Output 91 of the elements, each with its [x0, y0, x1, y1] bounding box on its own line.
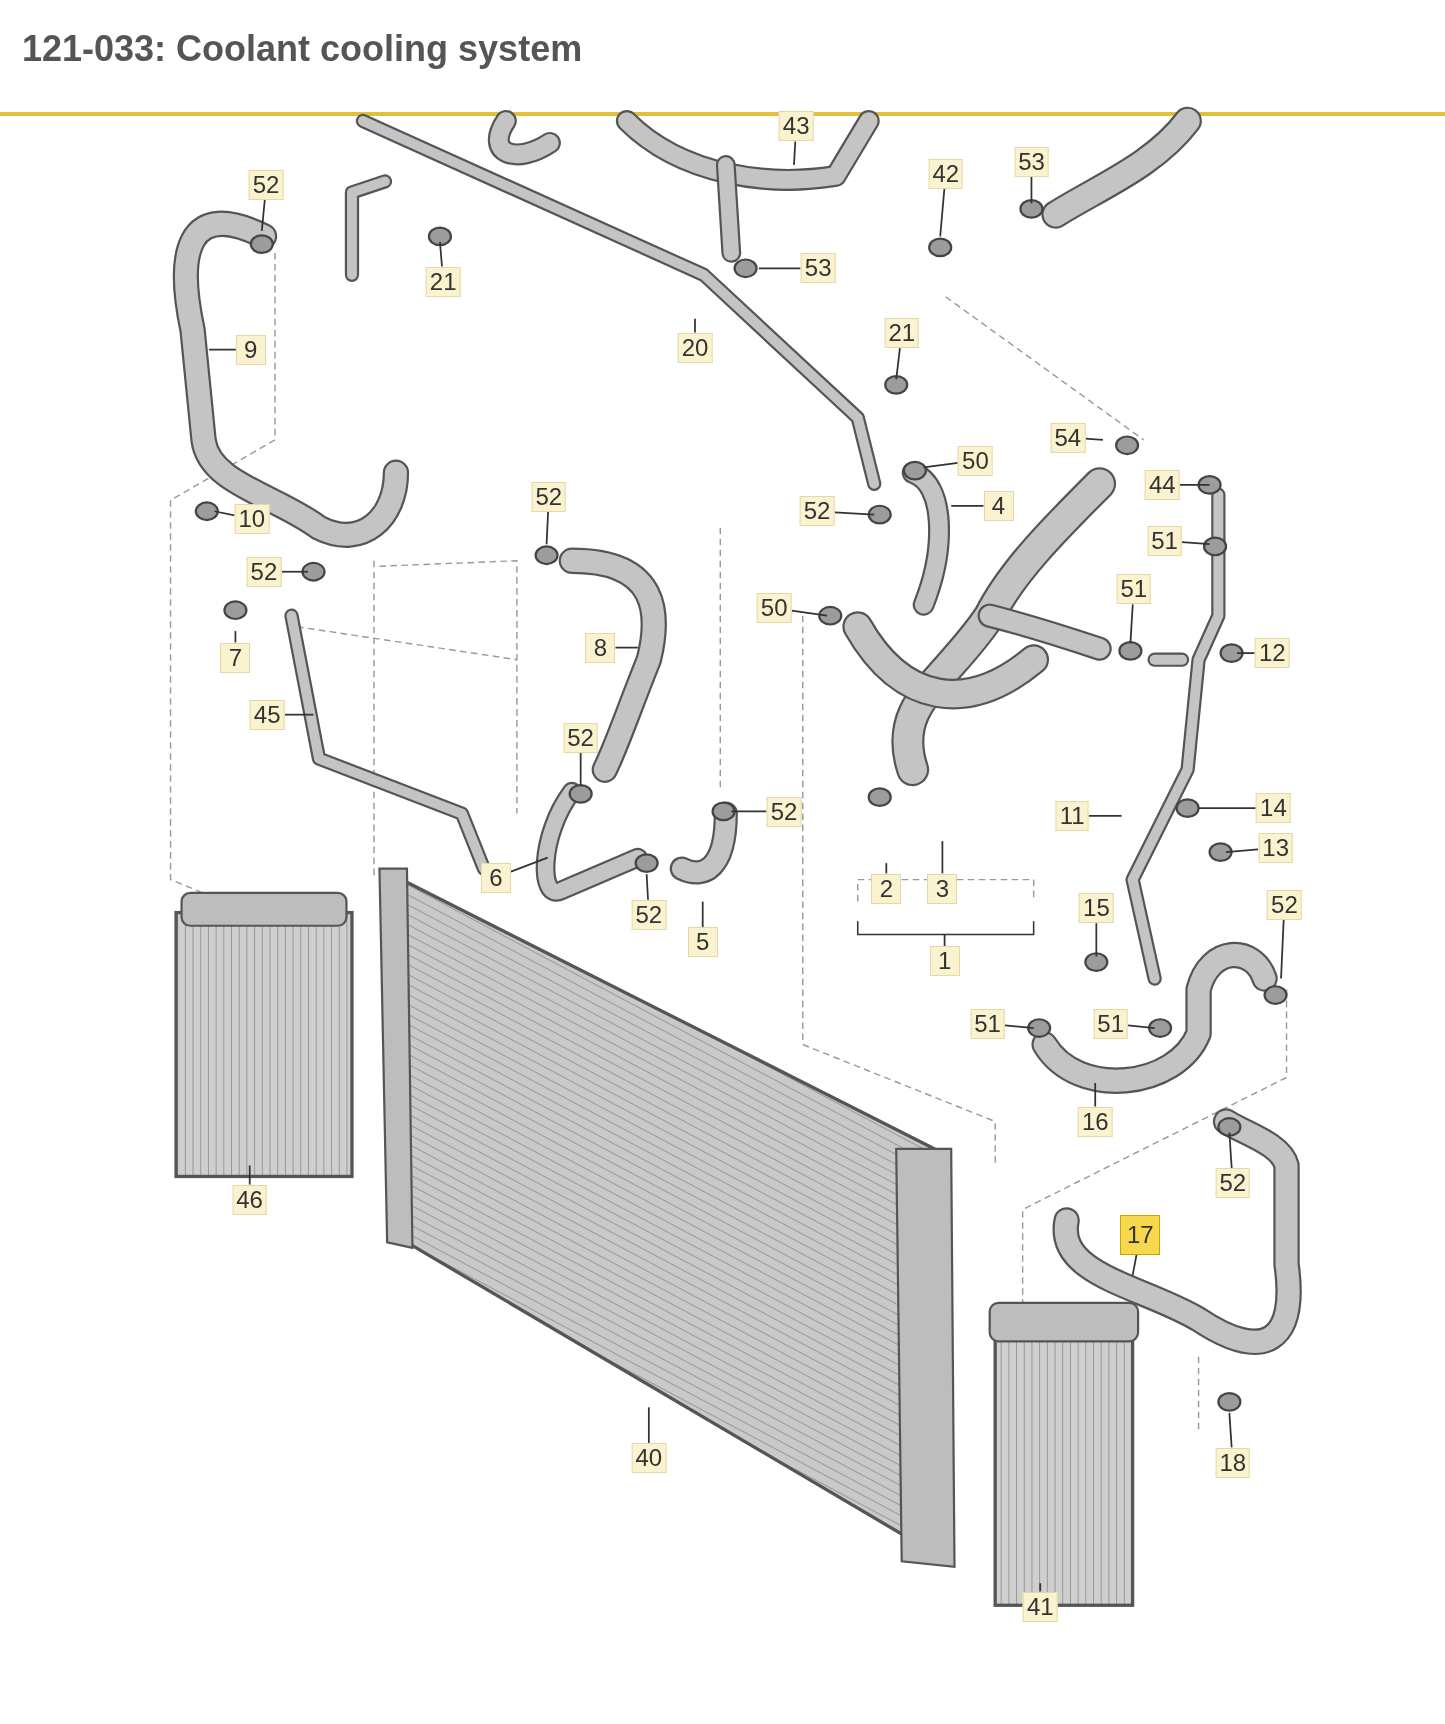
leader-line	[645, 873, 649, 901]
leader-line	[1178, 484, 1211, 486]
callout-number: 46	[232, 1184, 267, 1215]
leader-line	[260, 198, 266, 232]
leader-line	[701, 900, 704, 929]
leader-line	[208, 348, 237, 351]
callout-number: 41	[1022, 1591, 1058, 1622]
leader-line	[1095, 922, 1098, 958]
callout-number: 21	[425, 266, 461, 297]
leader-line	[939, 187, 946, 238]
callout-number: 52	[1215, 1168, 1251, 1199]
leader-line	[1225, 848, 1259, 853]
leader-line	[614, 646, 639, 649]
leader-line	[647, 1406, 650, 1444]
callout-number: 8	[585, 632, 616, 663]
callout-number: 52	[766, 796, 802, 827]
leader-line	[1094, 1082, 1097, 1108]
leader-line	[1197, 807, 1257, 809]
callout-number: 4	[983, 490, 1014, 521]
leader-line	[793, 140, 797, 166]
callout-number: 5	[687, 927, 718, 958]
callout-number: 6	[480, 862, 511, 893]
callout-number: 17	[1120, 1214, 1161, 1255]
leader-line	[730, 810, 768, 813]
callout-number: 15	[1079, 893, 1114, 924]
leader-line	[757, 267, 802, 270]
leader-line	[833, 511, 876, 516]
leader-line	[545, 511, 549, 546]
callout-number: 53	[800, 253, 836, 284]
callout-number: 42	[928, 158, 964, 189]
callout-number: 7	[220, 642, 251, 673]
leader-line	[439, 241, 443, 268]
callout-number: 21	[884, 318, 920, 349]
leader-line	[1228, 1411, 1233, 1449]
leader-line	[1039, 1582, 1042, 1593]
callout-number: 18	[1215, 1447, 1251, 1478]
callout-number: 50	[756, 593, 792, 624]
leader-line	[1228, 1131, 1233, 1169]
callout-number: 54	[1050, 422, 1086, 453]
leader-line	[1280, 919, 1285, 980]
callout-number: 51	[970, 1008, 1005, 1039]
callout-number: 40	[631, 1443, 667, 1474]
callout-number: 52	[248, 169, 284, 200]
leader-line	[790, 609, 828, 617]
callout-number: 43	[778, 111, 814, 142]
leader-line	[1004, 1024, 1035, 1029]
leader-line	[1127, 1024, 1156, 1029]
leader-line	[280, 570, 309, 573]
callout-number: 1	[929, 946, 960, 977]
callout-number: 9	[235, 334, 266, 365]
callout-number: 14	[1256, 793, 1291, 824]
leader-line	[694, 317, 696, 334]
callout-number: 10	[234, 504, 270, 535]
callout-number: 52	[531, 482, 567, 513]
leader-line	[1129, 603, 1134, 645]
leader-line	[1084, 437, 1104, 441]
leader-line	[248, 1164, 251, 1186]
leader-line	[895, 347, 901, 381]
callout-number: 51	[1147, 526, 1182, 557]
leader-line	[510, 856, 549, 873]
callout-number: 52	[1267, 890, 1302, 921]
leader-line	[922, 462, 959, 469]
callout-number: 45	[249, 699, 285, 730]
callout-number: 13	[1258, 832, 1293, 863]
leader-line	[885, 862, 888, 875]
callout-number: 52	[631, 899, 667, 930]
callout-number: 16	[1077, 1106, 1113, 1137]
leader-line	[1236, 652, 1256, 654]
callout-number: 50	[958, 445, 993, 476]
callout-number: 52	[563, 722, 598, 753]
callout-number: 11	[1055, 800, 1089, 831]
diagram-title: 121-033: Coolant cooling system	[22, 28, 583, 70]
callout-number: 20	[677, 332, 713, 363]
callout-number: 44	[1145, 469, 1180, 500]
leader-line	[950, 504, 985, 507]
callout-number: 3	[927, 873, 958, 904]
leader-line	[941, 840, 944, 875]
leader-line	[1087, 814, 1123, 817]
leader-line	[283, 713, 315, 716]
callout-number: 12	[1255, 638, 1290, 669]
leader-line	[1181, 541, 1211, 546]
callout-number: 52	[246, 556, 282, 587]
leader-line	[1030, 175, 1033, 205]
leader-line	[1131, 1253, 1138, 1277]
leader-line	[579, 751, 582, 787]
leader-line	[213, 510, 236, 517]
callout-number: 2	[871, 873, 902, 904]
callout-number: 51	[1093, 1008, 1129, 1039]
callout-number: 53	[1014, 146, 1049, 177]
callout-number: 52	[799, 496, 835, 527]
callout-number: 51	[1116, 574, 1152, 605]
